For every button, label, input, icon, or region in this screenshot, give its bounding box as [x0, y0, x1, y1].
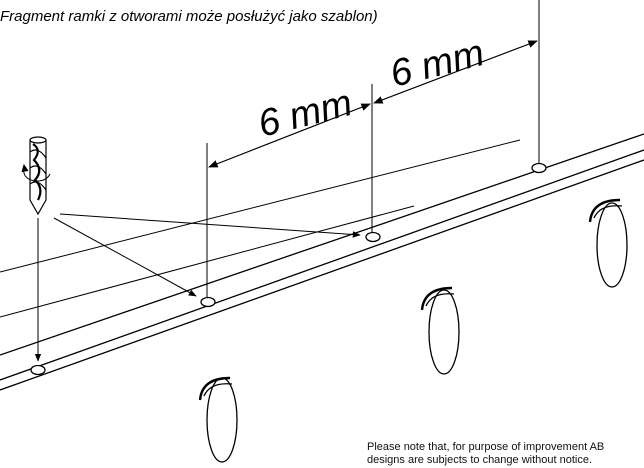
arrow-to-hole-3 [59, 213, 361, 238]
dimension-arrows [208, 40, 538, 168]
arrow-to-hole-2 [53, 217, 197, 297]
dimension-label-left: 6 mm [254, 82, 356, 146]
dimension-arrow-left [208, 103, 371, 168]
cylinder-hole [588, 198, 628, 288]
change-notice-line-1: Please note that, for purpose of improve… [367, 441, 605, 453]
frame-rail [0, 133, 644, 391]
drill-pointer-arrows [34, 213, 361, 362]
hole [200, 296, 216, 308]
hole [531, 162, 547, 174]
cylinder-hole [420, 286, 460, 375]
extension-lines [206, 0, 540, 298]
hole [365, 231, 381, 243]
hole [30, 364, 46, 376]
cylinder-hole [198, 376, 238, 463]
cylinder-holes [198, 198, 628, 463]
drill-bit-icon [29, 136, 47, 216]
rail-holes [30, 162, 547, 376]
change-notice-line-2: designs are subjects to change without n… [367, 454, 593, 466]
dimension-label-right: 6 mm [386, 32, 488, 96]
dimension-arrow-right [373, 40, 538, 104]
rotation-arrow-icon [21, 163, 51, 182]
change-notice: Please note that, for purpose of improve… [367, 441, 644, 467]
diagram-caption: Fragment ramki z otworami może posłużyć … [0, 8, 378, 25]
